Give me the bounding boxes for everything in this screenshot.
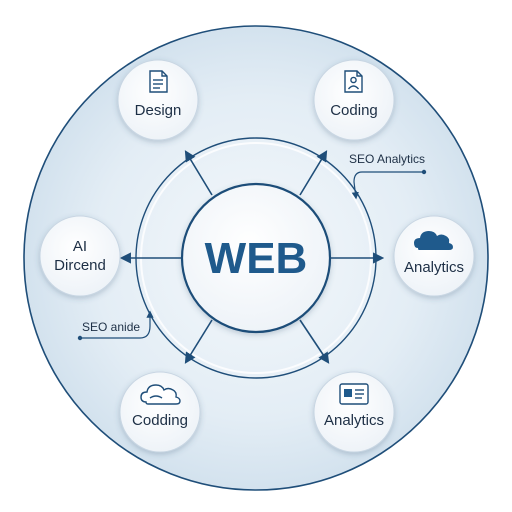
arrow-to-coding-top xyxy=(299,150,328,196)
annotation-seo-anide: SEO anide xyxy=(82,320,140,334)
node-analytics-bottom[interactable]: Analytics xyxy=(313,371,395,453)
node-design-label: Design xyxy=(135,102,182,119)
node-design[interactable]: Design xyxy=(117,59,199,141)
node-coding-top-label: Coding xyxy=(330,102,378,119)
user-document-icon xyxy=(344,70,363,93)
node-ai-dircend[interactable]: AI Dircend xyxy=(39,215,121,297)
arrow-to-design xyxy=(184,150,213,196)
annotation-left: SEO anide xyxy=(77,310,154,341)
annotation-seo-analytics: SEO Analytics xyxy=(349,152,425,166)
node-ai-line2: Dircend xyxy=(54,257,106,274)
node-coding-top[interactable]: Coding xyxy=(313,59,395,141)
node-codding-label: Codding xyxy=(132,412,188,429)
node-codding[interactable]: Codding xyxy=(119,371,201,453)
node-ai-line1: AI xyxy=(73,238,87,255)
arrow-to-codding xyxy=(184,319,213,364)
id-card-icon xyxy=(339,383,369,405)
center-label: WEB xyxy=(205,234,308,283)
node-analytics-right[interactable]: Analytics xyxy=(393,215,475,297)
connector-arrows xyxy=(119,150,385,364)
document-icon xyxy=(149,70,168,93)
center-node: WEB xyxy=(180,182,332,334)
cloud-outline-icon xyxy=(140,384,181,405)
node-analytics-right-label: Analytics xyxy=(404,259,464,276)
cloud-icon xyxy=(414,231,453,250)
node-analytics-bottom-label: Analytics xyxy=(324,412,384,429)
annotation-top-right: SEO Analytics xyxy=(349,152,427,200)
arrow-to-analytics-bottom xyxy=(299,319,330,364)
